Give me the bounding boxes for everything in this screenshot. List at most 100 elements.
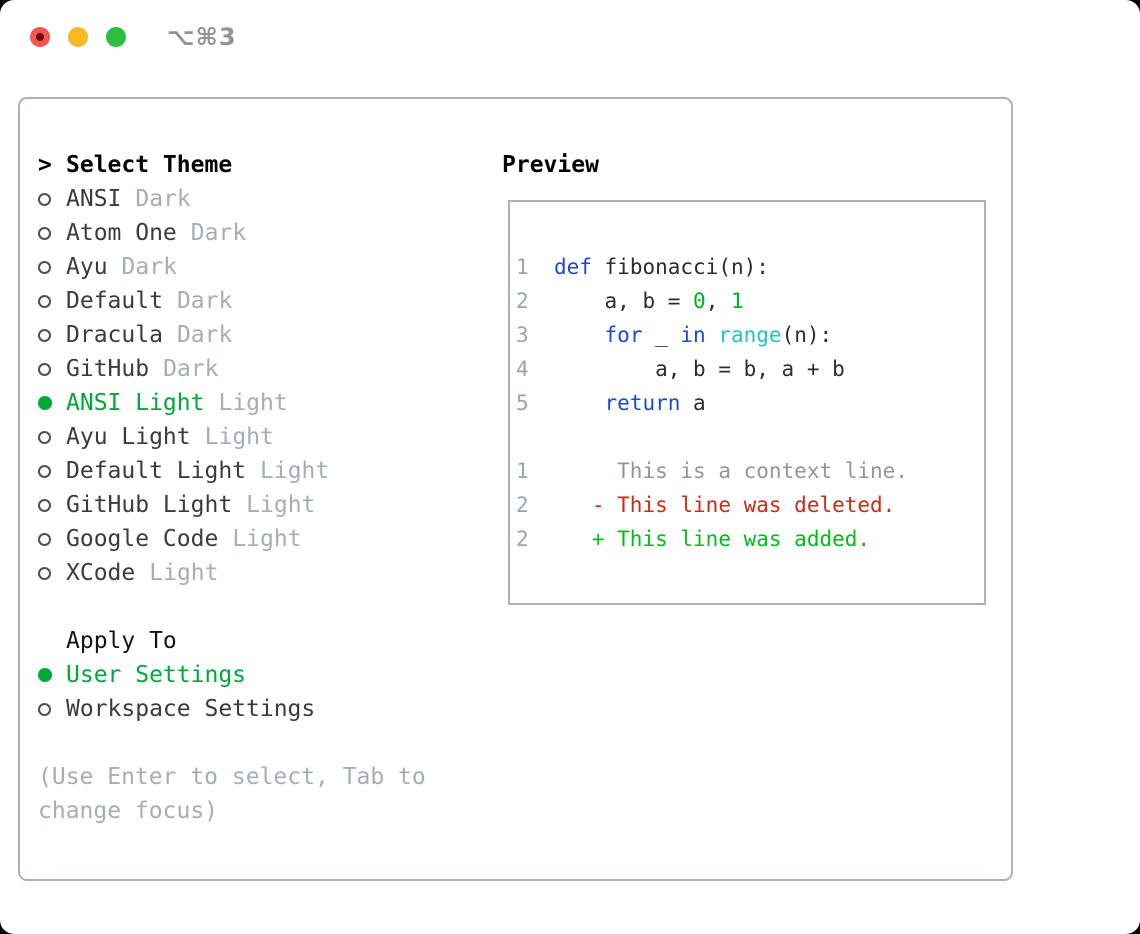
option-label: Atom One bbox=[66, 220, 177, 246]
minimize-button-icon[interactable] bbox=[68, 27, 88, 47]
apply-to-block: Apply To User Settings Workspace Setting… bbox=[38, 624, 315, 726]
option-variant: Light bbox=[218, 390, 288, 416]
code-line-8: 2 - This line was deleted. bbox=[516, 488, 984, 522]
theme-list: > Select Theme ANSI Dark Atom One Dark A… bbox=[38, 148, 329, 590]
token-del: - This line was deleted. bbox=[553, 493, 896, 517]
option-variant: Dark bbox=[176, 322, 233, 348]
theme-option-google-code[interactable]: Google Code Light bbox=[38, 522, 329, 556]
line-number: 2 bbox=[516, 289, 529, 313]
token-pl bbox=[554, 323, 605, 347]
token-bi: range bbox=[718, 323, 782, 347]
code-line-3: 3 for _ in range(n): bbox=[516, 318, 984, 352]
radio-icon bbox=[38, 294, 51, 308]
line-number: 1 bbox=[516, 459, 529, 483]
option-label: ANSI bbox=[66, 186, 122, 212]
radio-icon bbox=[38, 260, 51, 274]
option-variant: Light bbox=[232, 526, 302, 552]
line-number: 1 bbox=[516, 255, 529, 279]
code-line-7: 1 This is a context line. bbox=[516, 454, 984, 488]
apply-option-user-settings[interactable]: User Settings bbox=[38, 658, 315, 692]
zoom-button-icon[interactable] bbox=[106, 27, 126, 47]
radio-icon bbox=[38, 532, 51, 546]
option-variant: Dark bbox=[135, 186, 191, 212]
token-kw: def bbox=[553, 255, 592, 279]
token-ctx: This is a context line. bbox=[553, 459, 908, 483]
theme-option-dracula[interactable]: Dracula Dark bbox=[38, 318, 329, 352]
radio-icon bbox=[38, 464, 51, 478]
apply-to-title: Apply To bbox=[66, 628, 177, 654]
token-kw: for bbox=[604, 323, 643, 347]
window-shortcut-label: ⌥⌘3 bbox=[167, 23, 237, 51]
radio-icon bbox=[38, 328, 51, 342]
radio-icon bbox=[38, 498, 51, 512]
apply-option-workspace-settings[interactable]: Workspace Settings bbox=[38, 692, 315, 726]
token-pl: a, b = b, a + b bbox=[553, 357, 845, 381]
token-pl: , bbox=[705, 289, 731, 313]
theme-option-ayu-light[interactable]: Ayu Light Light bbox=[38, 420, 329, 454]
cursor-prefix-icon: > bbox=[38, 152, 52, 178]
radio-selected-icon bbox=[38, 668, 52, 682]
code-preview: 1 def fibonacci(n): 2 a, b = 0, 1 3 for _ … bbox=[510, 202, 984, 556]
theme-option-github[interactable]: GitHub Dark bbox=[38, 352, 329, 386]
token-kw: return bbox=[604, 391, 681, 415]
token-pl: fibonacci(n): bbox=[591, 255, 769, 279]
apply-to-header: Apply To bbox=[38, 624, 315, 658]
theme-option-github-light[interactable]: GitHub Light Light bbox=[38, 488, 329, 522]
token-num: 0 bbox=[693, 289, 706, 313]
option-variant: Light bbox=[246, 492, 316, 518]
theme-option-ansi-light[interactable]: ANSI Light Light bbox=[38, 386, 329, 420]
radio-icon bbox=[38, 430, 51, 444]
token-pl: (n): bbox=[781, 323, 833, 347]
option-label: GitHub bbox=[66, 356, 150, 382]
radio-selected-icon bbox=[38, 396, 52, 410]
close-button-icon[interactable] bbox=[30, 27, 50, 47]
option-label: ANSI Light bbox=[66, 390, 205, 416]
option-variant: Dark bbox=[176, 288, 233, 314]
close-dot-icon bbox=[36, 33, 44, 41]
radio-icon bbox=[38, 226, 51, 240]
token-add: + This line was added. bbox=[553, 527, 871, 551]
code-line-9: 2 + This line was added. bbox=[516, 522, 984, 556]
select-theme-title: Select Theme bbox=[66, 152, 233, 178]
help-line-2: change focus) bbox=[38, 798, 219, 824]
code-line-6 bbox=[516, 420, 984, 454]
option-variant: Dark bbox=[121, 254, 177, 280]
token-kw: in bbox=[680, 323, 706, 347]
line-number: 2 bbox=[516, 493, 529, 517]
token-pl bbox=[706, 323, 719, 347]
theme-selector-panel: > Select Theme ANSI Dark Atom One Dark A… bbox=[18, 97, 1013, 881]
theme-option-default[interactable]: Default Dark bbox=[38, 284, 329, 318]
theme-option-xcode[interactable]: XCode Light bbox=[38, 556, 329, 590]
theme-option-ayu[interactable]: Ayu Dark bbox=[38, 250, 329, 284]
theme-option-ansi[interactable]: ANSI Dark bbox=[38, 182, 329, 216]
help-line-1: (Use Enter to select, Tab to bbox=[38, 764, 426, 790]
token-pl bbox=[554, 391, 605, 415]
preview-title: Preview bbox=[502, 152, 599, 178]
line-number: 3 bbox=[516, 323, 529, 347]
option-label: Default Light bbox=[66, 458, 247, 484]
line-number: 5 bbox=[516, 391, 529, 415]
radio-icon bbox=[38, 362, 51, 376]
option-label: Dracula bbox=[66, 322, 163, 348]
option-variant: Dark bbox=[163, 356, 219, 382]
theme-option-atom-one[interactable]: Atom One Dark bbox=[38, 216, 329, 250]
option-label: Ayu Light bbox=[66, 424, 191, 450]
option-variant: Light bbox=[204, 424, 274, 450]
radio-icon bbox=[38, 566, 51, 580]
code-line-1: 1 def fibonacci(n): bbox=[516, 250, 984, 284]
token-pl: a bbox=[680, 391, 706, 415]
radio-icon bbox=[38, 702, 51, 716]
preview-pane: 1 def fibonacci(n): 2 a, b = 0, 1 3 for _ … bbox=[508, 200, 986, 605]
help-text: (Use Enter to select, Tab to change focu… bbox=[38, 760, 426, 828]
token-num: 1 bbox=[730, 289, 744, 313]
theme-option-default-light[interactable]: Default Light Light bbox=[38, 454, 329, 488]
option-label: GitHub Light bbox=[66, 492, 233, 518]
code-line-5: 5 return a bbox=[516, 386, 984, 420]
option-label: User Settings bbox=[66, 662, 247, 688]
token-pl: a, b = bbox=[553, 289, 694, 313]
code-line-4: 4 a, b = b, a + b bbox=[516, 352, 984, 386]
option-variant: Light bbox=[260, 458, 330, 484]
line-number: 2 bbox=[516, 527, 529, 551]
radio-icon bbox=[38, 192, 51, 206]
